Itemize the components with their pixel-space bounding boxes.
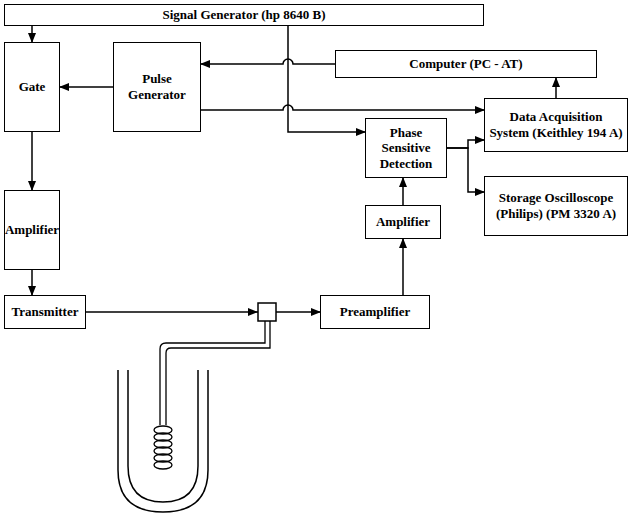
probe-lead (160, 321, 270, 425)
signal-arrow (31, 26, 33, 42)
signal-arrow (447, 148, 484, 192)
box-label: Preamplifier (340, 304, 411, 320)
daq-box: Data Acquisition System (Keithley 194 A) (484, 98, 628, 152)
box-label: Data Acquisition System (Keithley 194 A) (489, 109, 623, 140)
signal-arrow (31, 270, 33, 295)
signal-arrow (402, 239, 404, 295)
junction-box (258, 303, 276, 321)
signal-arrow (447, 140, 484, 148)
box-label: Signal Generator (hp 8640 B) (163, 7, 326, 23)
signal-arrow (288, 26, 365, 132)
box-label: Phase Sensitive Detection (370, 125, 442, 172)
junction-arrowhead (248, 308, 258, 316)
signal-arrow (60, 86, 113, 88)
dewar-vessel (118, 370, 208, 512)
box-label: Storage Oscilloscope (Philips) (PM 3320 … (489, 190, 623, 221)
box-label: Transmitter (12, 304, 79, 320)
coil-winding (154, 461, 172, 469)
preamplifier-box: Preamplifier (320, 295, 430, 329)
box-label: Gate (19, 79, 46, 95)
signal-arrow (555, 78, 557, 98)
oscilloscope-box: Storage Oscilloscope (Philips) (PM 3320 … (484, 176, 628, 236)
sample-coil (154, 426, 172, 469)
pulse-generator-box: Pulse Generator (113, 42, 201, 132)
amplifier-box: Amplifier (4, 190, 60, 270)
box-label: Amplifier (376, 214, 430, 230)
signal-arrow (201, 59, 335, 64)
generator-box: Signal Generator (hp 8640 B) (4, 4, 484, 26)
signal-arrow (201, 105, 484, 110)
signal-arrow (31, 132, 33, 190)
box-label: Amplifier (5, 222, 59, 238)
signal-arrow (402, 178, 404, 205)
box-label: Pulse Generator (118, 71, 196, 102)
gate-box: Gate (4, 42, 60, 132)
detector-box: Phase Sensitive Detection (365, 118, 447, 178)
signal-arrow (86, 311, 320, 313)
amplifier-box: Amplifier (365, 205, 441, 239)
transmitter-box: Transmitter (4, 295, 86, 329)
computer-box: Computer (PC - AT) (335, 50, 597, 78)
box-label: Computer (PC - AT) (409, 56, 522, 72)
